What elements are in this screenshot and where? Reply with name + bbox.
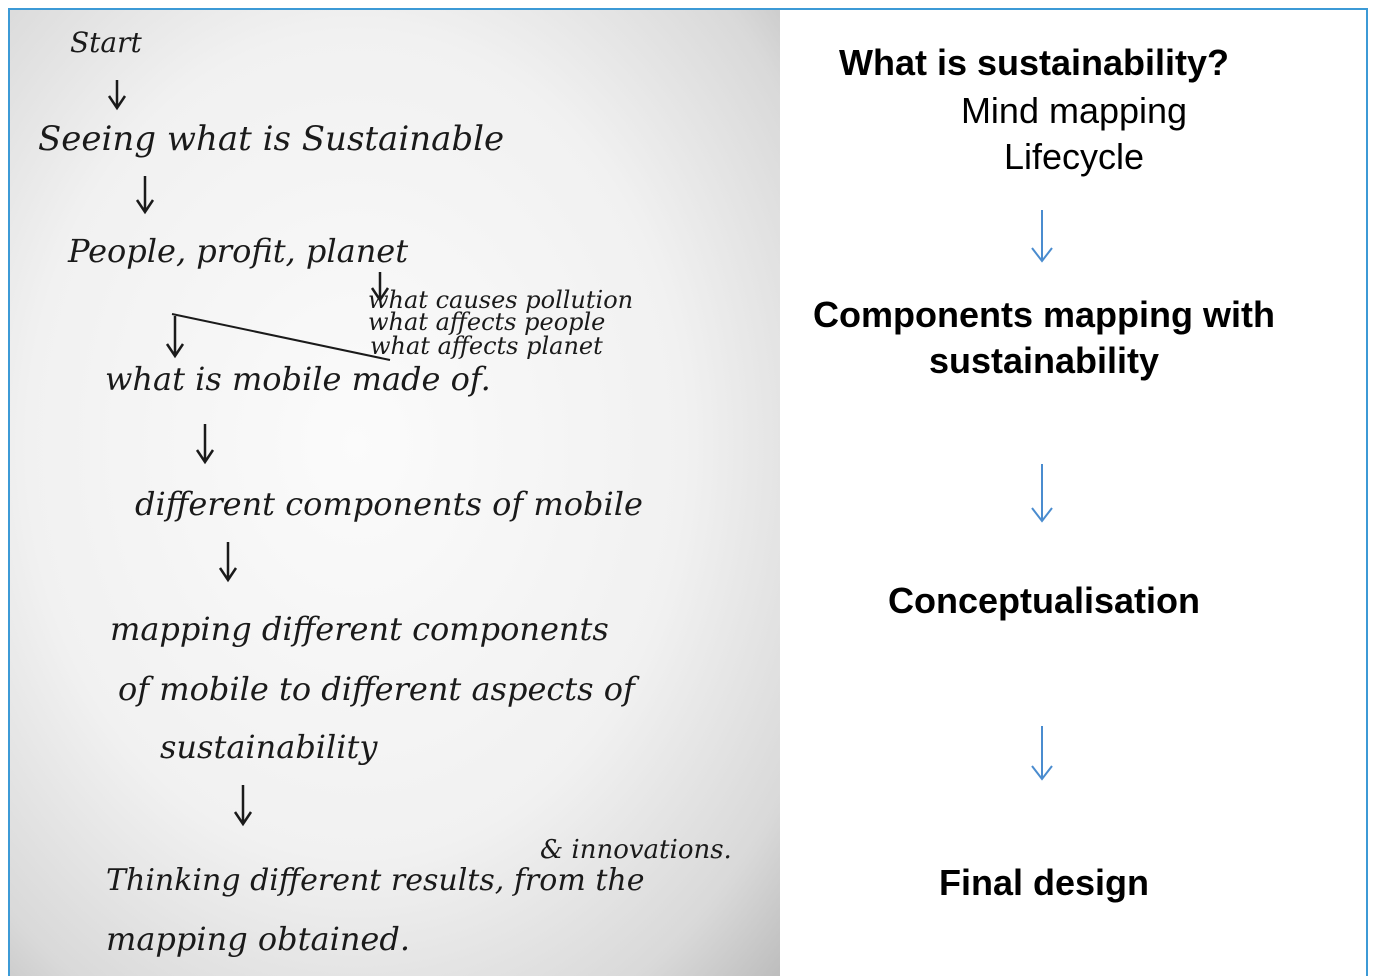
step2-title-line2: sustainability <box>928 340 1160 381</box>
note-start: Start <box>70 26 143 59</box>
note-mapping-1: mapping different components <box>110 610 609 648</box>
note-mapping-2: of mobile to different aspects of <box>118 670 640 708</box>
sketch-connector-line <box>171 313 391 361</box>
down-arrow-icon <box>1031 726 1053 781</box>
note-mobile-made-of: what is mobile made of. <box>105 360 491 398</box>
note-thinking: Thinking different results, from the <box>106 863 644 898</box>
step1-title: What is sustainability? <box>838 42 1230 83</box>
sketch-arrow-7 <box>233 785 253 827</box>
sketch-drawing: Start Seeing what is Sustainable People,… <box>38 26 732 958</box>
sketch-arrow-2 <box>135 176 155 215</box>
sketch-arrow-6 <box>218 542 238 583</box>
note-people-profit-planet: People, profit, planet <box>67 232 408 270</box>
note-mapping-3: sustainability <box>160 728 378 766</box>
sketch-arrow-1 <box>107 80 127 111</box>
step1-sub-lifecycle: Lifecycle <box>1003 136 1145 177</box>
step1-sub-mind-mapping: Mind mapping <box>960 90 1188 131</box>
sketch-arrow-5 <box>195 424 215 465</box>
sketch-arrow-4 <box>165 316 185 359</box>
note-pollution: what causes pollution <box>368 286 633 314</box>
down-arrow-icon <box>1031 464 1053 523</box>
step2-title-line1: Components mapping with <box>813 294 1275 335</box>
note-affects-planet: what affects planet <box>370 332 603 360</box>
step3-conceptualisation: Conceptualisation <box>887 580 1201 621</box>
note-components: different components of mobile <box>135 485 643 523</box>
down-arrow-icon <box>1031 210 1053 263</box>
step4-final-design: Final design <box>938 862 1150 903</box>
note-affects-people: what affects people <box>368 308 605 336</box>
process-flow-panel: What is sustainability? Mind mapping Lif… <box>780 10 1368 976</box>
note-innovations: & innovations. <box>540 835 732 865</box>
note-seeing: Seeing what is Sustainable <box>38 119 504 159</box>
sketch-arrow-3 <box>370 272 390 303</box>
handwritten-sketch-photo: Start Seeing what is Sustainable People,… <box>10 10 780 976</box>
note-mapping-obtained: mapping obtained. <box>106 920 410 958</box>
